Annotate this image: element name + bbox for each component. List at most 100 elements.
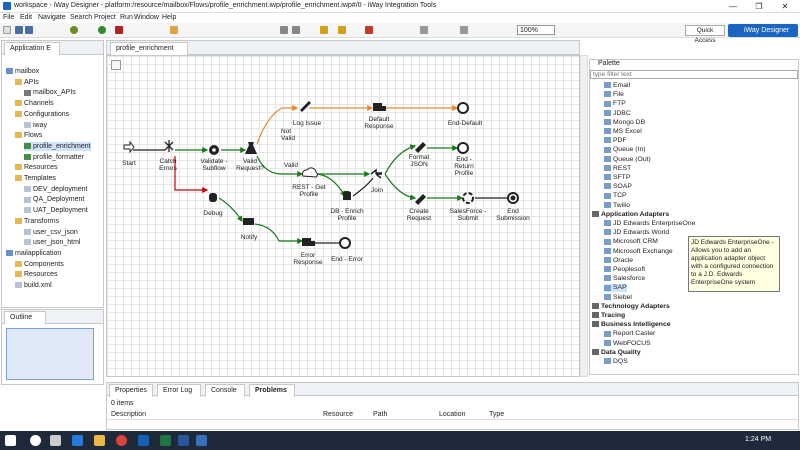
- windows-start-icon[interactable]: [5, 435, 16, 446]
- node-label-notify[interactable]: Notify: [240, 234, 258, 241]
- palette-item[interactable]: Twilio: [604, 202, 630, 210]
- minimize-button[interactable]: —: [729, 2, 737, 11]
- tab-problems[interactable]: Problems: [249, 384, 295, 397]
- search-icon[interactable]: [170, 26, 178, 34]
- palette-item[interactable]: FTP: [604, 100, 626, 108]
- tree-item[interactable]: profile_formatter: [24, 153, 84, 162]
- node-label-rest[interactable]: REST - Get Profile: [292, 184, 326, 198]
- menu-navigate[interactable]: Navigate: [38, 14, 66, 21]
- run-icon[interactable]: [98, 26, 106, 34]
- align-icon[interactable]: [420, 26, 428, 34]
- new-icon[interactable]: [3, 26, 11, 34]
- palette-item[interactable]: Salesforce: [604, 275, 645, 283]
- menu-search[interactable]: Search: [70, 14, 93, 21]
- palette-item[interactable]: Queue (Out): [604, 156, 651, 164]
- tree-item[interactable]: mailbox: [6, 67, 39, 76]
- node-label-salesforce[interactable]: SalesForce - Submit: [449, 208, 487, 222]
- palette-item[interactable]: PDF: [604, 137, 627, 145]
- external-tools-icon[interactable]: [115, 26, 123, 34]
- explorer-icon[interactable]: [94, 435, 105, 446]
- menu-edit[interactable]: Edit: [20, 14, 33, 21]
- edge-browser-icon[interactable]: [72, 435, 83, 446]
- outline-preview[interactable]: [6, 328, 94, 380]
- palette-item[interactable]: Email: [604, 82, 630, 90]
- save-icon[interactable]: [15, 26, 23, 34]
- node-label-log-issue[interactable]: Log Issue: [292, 120, 322, 127]
- palette-item[interactable]: DQS: [604, 358, 628, 366]
- tree-item[interactable]: build.xml: [15, 281, 52, 290]
- node-label-format[interactable]: Format JSON: [408, 154, 430, 168]
- tree-item[interactable]: DEV_deployment: [24, 185, 87, 194]
- node-label-catch[interactable]: Catch Errors: [159, 158, 177, 172]
- palette-filter-input[interactable]: [590, 70, 798, 79]
- col-description[interactable]: Description: [111, 411, 147, 418]
- node-label-end-return[interactable]: End - Return Profile: [454, 156, 474, 177]
- palette-item[interactable]: JD Edwards EnterpriseOne: [604, 220, 695, 228]
- col-location[interactable]: Location: [439, 411, 466, 418]
- perspective-button[interactable]: iWay Designer: [728, 24, 798, 37]
- tab-profile-enrichment[interactable]: profile_enrichment: [110, 42, 188, 55]
- excel-icon[interactable]: [160, 435, 171, 446]
- menu-run[interactable]: Run: [120, 14, 133, 21]
- palette-group[interactable]: Business Intelligence: [592, 321, 671, 329]
- maximize-button[interactable]: ❐: [755, 2, 763, 11]
- col-path[interactable]: Path: [373, 411, 388, 418]
- node-label-valid-request[interactable]: Valid Request?: [236, 158, 264, 172]
- tree-item[interactable]: user_json_html: [24, 238, 80, 247]
- tree-item[interactable]: Templates: [15, 174, 56, 183]
- node-label-validate[interactable]: Validate - Subflow: [200, 158, 228, 172]
- node-label-join[interactable]: Join: [371, 187, 383, 194]
- palette-group[interactable]: Technology Adapters: [592, 303, 670, 311]
- col-resource[interactable]: Resource: [323, 411, 353, 418]
- debug-icon[interactable]: [70, 26, 78, 34]
- tab-console[interactable]: Console: [205, 384, 245, 397]
- tree-item[interactable]: Resources: [15, 270, 57, 279]
- col-type[interactable]: Type: [489, 411, 505, 418]
- tab-properties[interactable]: Properties: [109, 384, 153, 397]
- copy-icon[interactable]: [292, 26, 300, 34]
- quick-access-input[interactable]: Quick Access: [685, 25, 725, 44]
- menu-project[interactable]: Project: [94, 14, 116, 21]
- menu-help[interactable]: Help: [162, 14, 177, 21]
- palette-group[interactable]: Data Quality: [592, 349, 641, 357]
- palette-item[interactable]: SAP: [604, 284, 627, 293]
- node-label-debug[interactable]: Debug: [203, 210, 223, 217]
- tab-error-log[interactable]: Error Log: [157, 384, 201, 397]
- palette-item[interactable]: JD Edwards World: [604, 229, 669, 237]
- palette-item[interactable]: WebFOCUS: [604, 340, 651, 348]
- tree-item[interactable]: Channels: [15, 99, 54, 108]
- palette-item[interactable]: Peoplesoft: [604, 266, 645, 274]
- palette-item[interactable]: REST: [604, 165, 631, 173]
- chrome-icon[interactable]: [116, 435, 127, 446]
- palette-item[interactable]: Report Caster: [604, 330, 655, 338]
- tree-item[interactable]: user_csv_json: [24, 228, 78, 237]
- tree-item[interactable]: APIs: [15, 78, 39, 87]
- tree-item[interactable]: iway: [24, 121, 47, 130]
- palette-item[interactable]: JDBC: [604, 110, 631, 118]
- iway-taskbar-icon[interactable]: [196, 435, 207, 446]
- delete-icon[interactable]: [365, 26, 373, 34]
- tab-outline[interactable]: Outline: [4, 311, 46, 324]
- palette-item[interactable]: SFTP: [604, 174, 630, 182]
- node-label-start[interactable]: Start: [122, 160, 136, 167]
- node-label-end-submission[interactable]: End Submission: [496, 208, 530, 222]
- palette-item[interactable]: Mongo DB: [604, 119, 645, 127]
- palette-item[interactable]: Oracle: [604, 257, 633, 265]
- tree-item[interactable]: profile_enrichment: [24, 141, 91, 151]
- palette-item[interactable]: Siebel: [604, 294, 632, 302]
- save-all-icon[interactable]: [25, 26, 33, 34]
- node-label-error-response[interactable]: Error Response: [293, 252, 323, 266]
- outlook-icon[interactable]: [138, 435, 149, 446]
- close-button[interactable]: ✕: [781, 2, 789, 11]
- word-icon[interactable]: [178, 435, 189, 446]
- node-label-default-response[interactable]: Default Response: [364, 116, 394, 130]
- tree-item[interactable]: Components: [15, 260, 64, 269]
- canvas-pointer-icon[interactable]: [111, 60, 121, 70]
- menu-window[interactable]: Window: [134, 14, 159, 21]
- menu-file[interactable]: File: [3, 14, 15, 21]
- tree-item[interactable]: Transforms: [15, 217, 59, 226]
- palette-item[interactable]: Microsoft Exchange: [604, 248, 673, 256]
- taskview-icon[interactable]: [50, 435, 61, 446]
- zoom-select[interactable]: 100%: [517, 25, 555, 35]
- search-taskbar-icon[interactable]: [30, 435, 41, 446]
